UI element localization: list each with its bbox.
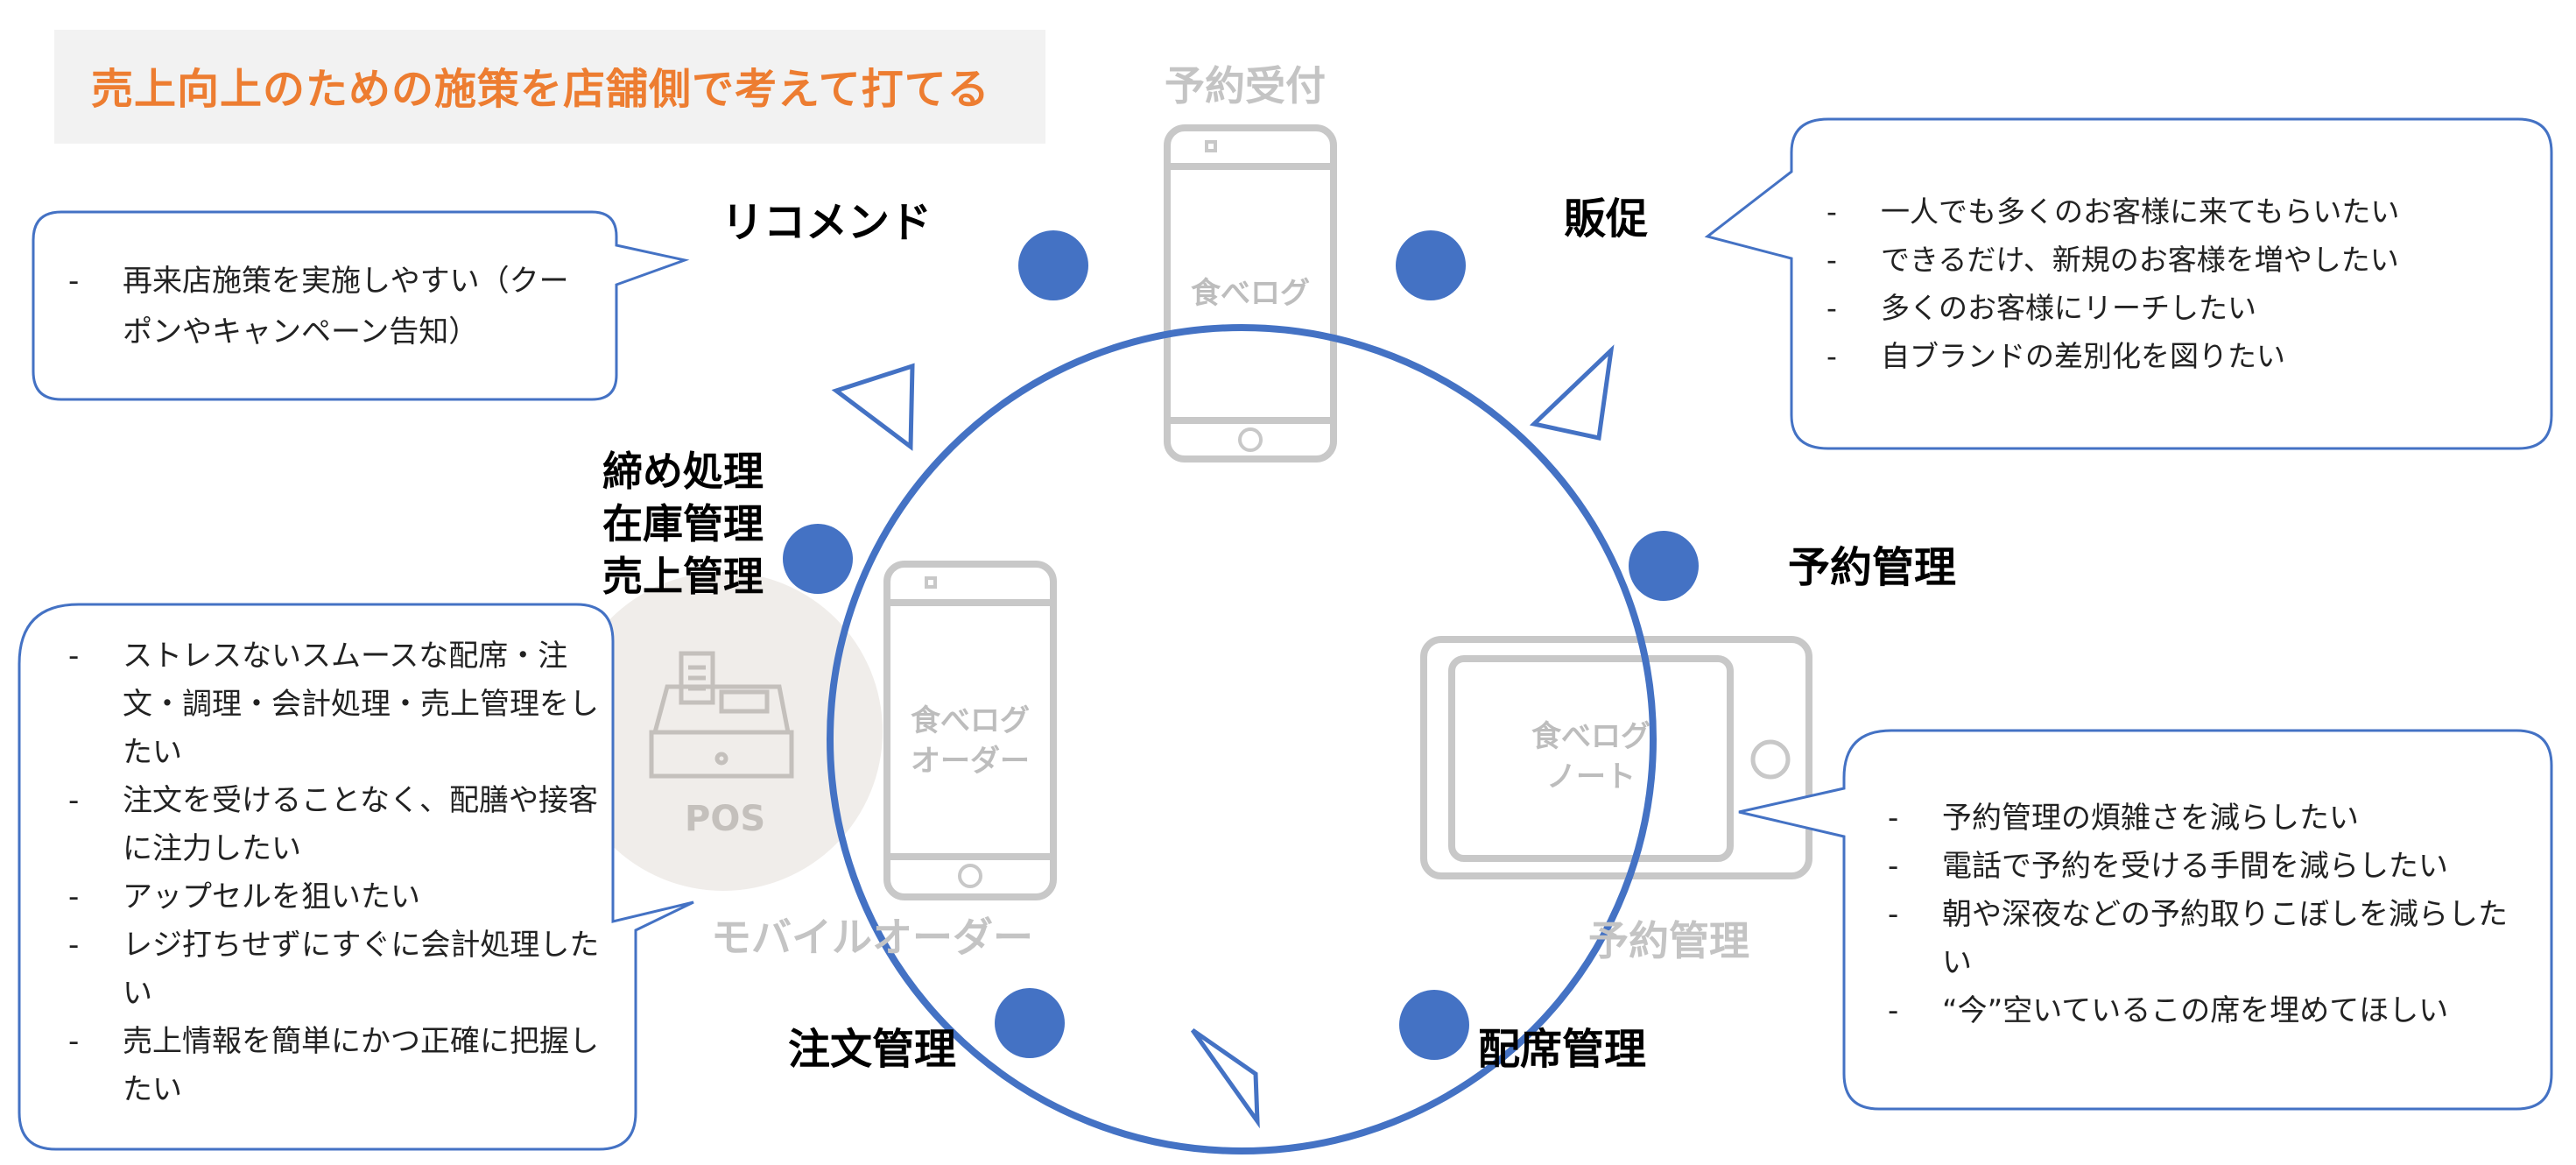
list-item: 再来店施策を実施しやすい（クーポンやキャンペーン告知） [61, 256, 569, 357]
node-recommend [1018, 230, 1088, 300]
stage-label-recommend: リコメンド [721, 198, 933, 247]
stage-label-order: 注文管理 [788, 1025, 957, 1074]
tabelog-phone-label: 食べログ [1191, 276, 1310, 311]
node-closing [783, 524, 853, 594]
list-item: 朝や深夜などの予約取りこぼしを減らしたい [1881, 891, 2520, 987]
list-item: 売上情報を簡単にかつ正確に把握したい [61, 1018, 604, 1114]
stage-label-reservation: 予約管理 [1788, 543, 1957, 592]
list-item: レジ打ちせずにすぐに会計処理したい [61, 921, 604, 1018]
tablet-icon [1420, 636, 1812, 879]
pos-label: POS [685, 799, 766, 839]
mobile-order-label: モバイルオーダー [711, 914, 1033, 961]
bubble-recommend-list: 再来店施策を実施しやすい（クーポンやキャンペーン告知） [61, 256, 569, 357]
list-item: 自ブランドの差別化を図りたい [1819, 332, 2485, 380]
tabelog-note-line: 食べログ [1531, 719, 1650, 754]
node-promotion [1396, 230, 1466, 300]
list-item: 多くのお客様にリーチしたい [1819, 284, 2485, 332]
list-item: 注文を受けることなく、配膳や接客に注力したい [61, 777, 604, 873]
list-item: アップセルを狙いたい [61, 873, 604, 921]
cycle-arrow-icon [831, 363, 915, 451]
reservation-intake-label: 予約受付 [1165, 62, 1326, 109]
reservation-phone-icon [1164, 124, 1337, 462]
tabelog-note-label: 食べログ ノート [1452, 717, 1730, 797]
stage-label-promotion: 販促 [1564, 194, 1649, 244]
list-item: “今”空いているこの席を埋めてほしい [1881, 987, 2520, 1035]
bubble-promotion-list: 一人でも多くのお客様に来てもらいたい できるだけ、新規のお客様を増やしたい 多く… [1819, 187, 2485, 380]
node-reservation [1629, 531, 1699, 601]
stage-label-closing-line: 締め処理 [602, 448, 764, 495]
bubble-reservation-list: 予約管理の煩雑さを減らしたい 電話で予約を受ける手間を減らしたい 朝や深夜などの… [1881, 794, 2520, 1035]
tabelog-note-line: ノート [1546, 759, 1636, 794]
tabelog-order-label: 食べログ オーダー [887, 701, 1053, 781]
cycle-ring [827, 324, 1657, 1154]
stage-label-closing-line: 売上管理 [602, 553, 764, 600]
node-seating [1399, 990, 1469, 1060]
bubble-operations-list: ストレスないスムースな配席・注文・調理・会計処理・売上管理をしたい 注文を受ける… [61, 632, 604, 1114]
list-item: できるだけ、新規のお客様を増やしたい [1819, 236, 2485, 284]
cycle-arrow-icon [1190, 1027, 1260, 1129]
stage-label-closing: 締め処理 在庫管理 売上管理 [602, 445, 764, 603]
stage-label-closing-line: 在庫管理 [602, 500, 764, 547]
list-item: 電話で予約を受ける手間を減らしたい [1881, 843, 2520, 891]
list-item: 一人でも多くのお客様に来てもらいたい [1819, 187, 2485, 236]
list-item: 予約管理の煩雑さを減らしたい [1881, 794, 2520, 843]
node-order [995, 988, 1065, 1058]
stage-label-seating: 配席管理 [1478, 1025, 1647, 1074]
order-phone-icon [883, 561, 1057, 900]
title-bar: 売上向上のための施策を店舗側で考えて打てる [54, 30, 1045, 144]
list-item: ストレスないスムースな配席・注文・調理・会計処理・売上管理をしたい [61, 632, 604, 777]
reservation-device-label: 予約管理 [1588, 917, 1749, 964]
cycle-arrow-icon [1529, 344, 1615, 441]
page-title: 売上向上のための施策を店舗側で考えて打てる [91, 65, 990, 114]
cash-register-icon [649, 651, 794, 779]
tabelog-order-line: オーダー [911, 744, 1030, 779]
tabelog-order-line: 食べログ [911, 703, 1030, 738]
